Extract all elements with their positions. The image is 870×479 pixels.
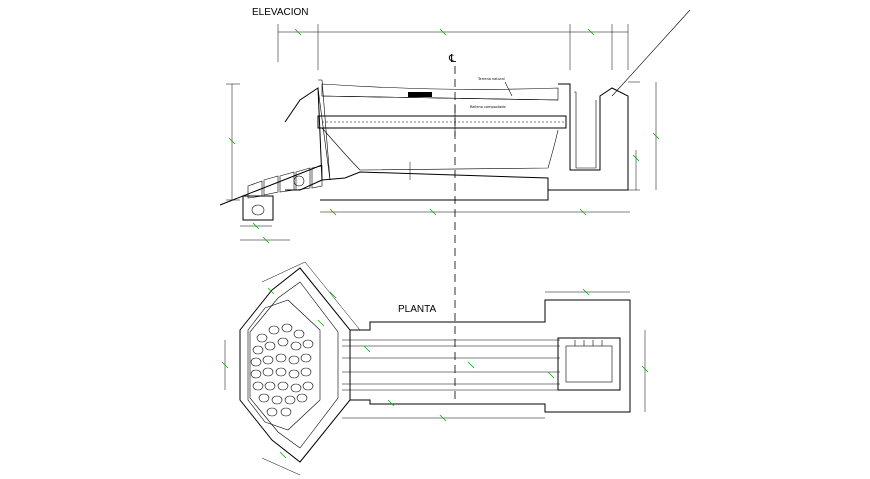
culvert-body-elevation bbox=[317, 83, 567, 201]
centerline-symbol: ℄ bbox=[448, 52, 456, 65]
elevation-title: ELEVACION bbox=[252, 7, 309, 18]
plan-dimensions bbox=[221, 261, 649, 476]
slope-line bbox=[611, 9, 691, 97]
note-terrain: Terreno natural bbox=[477, 77, 505, 81]
riprap-elevation bbox=[219, 164, 323, 221]
vertical-dimensions-elevation bbox=[226, 82, 660, 201]
note-fill: Relleno compactado bbox=[470, 105, 506, 109]
left-wall-elevation bbox=[284, 79, 331, 191]
plan-title: PLANTA bbox=[398, 304, 436, 315]
right-wall-elevation bbox=[548, 81, 640, 191]
bottom-dimension-chain bbox=[240, 208, 630, 244]
channel-plan bbox=[342, 299, 631, 413]
inlet-apron-plan bbox=[239, 267, 351, 463]
top-dimension-chain bbox=[277, 24, 629, 70]
